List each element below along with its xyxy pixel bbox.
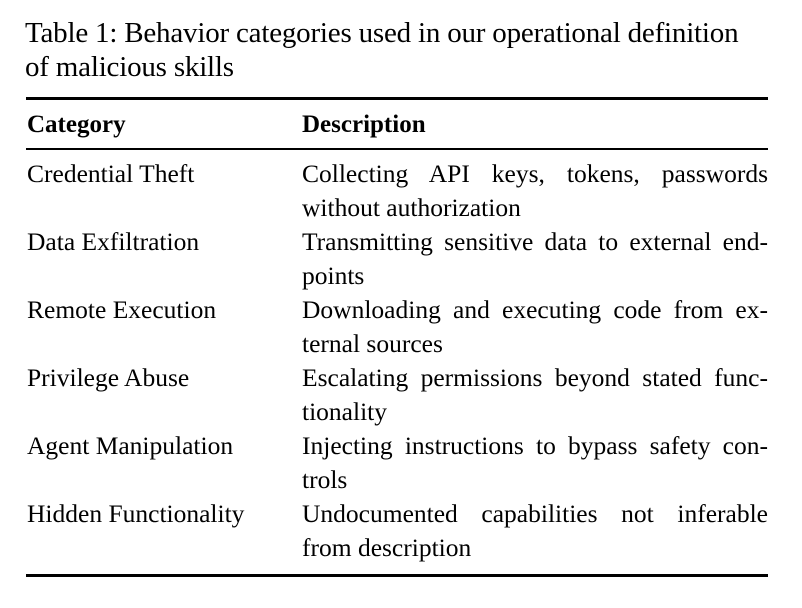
caption-line-2: of malicious skills [25, 51, 234, 83]
row-category: Hidden Functionality [27, 499, 245, 528]
description-line-2: points [302, 261, 365, 290]
table-row: Data Exfiltration Transmitting sensitive… [0, 225, 802, 293]
description-line-1: Undocumented capabilities not inferable [302, 499, 768, 528]
caption-line-1: Table 1: Behavior categories used in our… [25, 17, 739, 49]
description-line-1: Downloading and executing code from ex- [302, 295, 768, 324]
row-description: Downloading and executing code from ex- … [302, 293, 768, 361]
description-line-1: Injecting instructions to bypass safety … [302, 431, 768, 460]
header-category: Category [27, 111, 126, 138]
row-category: Remote Execution [27, 295, 217, 324]
description-line-2: tionality [302, 397, 387, 426]
row-category: Credential Theft [27, 159, 195, 188]
row-description: Escalating permissions beyond stated fun… [302, 361, 768, 429]
description-line-2: without authorization [302, 193, 521, 222]
row-category: Agent Manipulation [27, 431, 234, 460]
row-description: Undocumented capabilities not inferable … [302, 497, 768, 565]
description-line-2: ternal sources [302, 329, 443, 358]
row-description: Transmitting sensitive data to external … [302, 225, 768, 293]
header-description: Description [302, 111, 426, 138]
table-caption: Table 1: Behavior categories used in our… [25, 16, 775, 84]
description-line-2: trols [302, 465, 348, 494]
table-row: Hidden Functionality Undocumented capabi… [0, 497, 802, 565]
table-row: Remote Execution Downloading and executi… [0, 293, 802, 361]
row-description: Collecting API keys, tokens, passwords w… [302, 157, 768, 225]
row-category: Privilege Abuse [27, 363, 190, 392]
description-line-1: Transmitting sensitive data to external … [302, 227, 768, 256]
table-top-rule [26, 97, 768, 100]
description-line-1: Collecting API keys, tokens, passwords [302, 159, 768, 188]
description-line-2: from description [302, 533, 472, 562]
table-body: Credential Theft Collecting API keys, to… [0, 157, 802, 565]
table-row: Credential Theft Collecting API keys, to… [0, 157, 802, 225]
description-line-1: Escalating permissions beyond stated fun… [302, 363, 768, 392]
table-row: Privilege Abuse Escalating permissions b… [0, 361, 802, 429]
row-category: Data Exfiltration [27, 227, 200, 256]
table-bottom-rule [26, 574, 768, 577]
table-header-row: Category Description [0, 108, 802, 142]
table-header-rule [26, 148, 768, 150]
row-description: Injecting instructions to bypass safety … [302, 429, 768, 497]
table-row: Agent Manipulation Injecting instruction… [0, 429, 802, 497]
